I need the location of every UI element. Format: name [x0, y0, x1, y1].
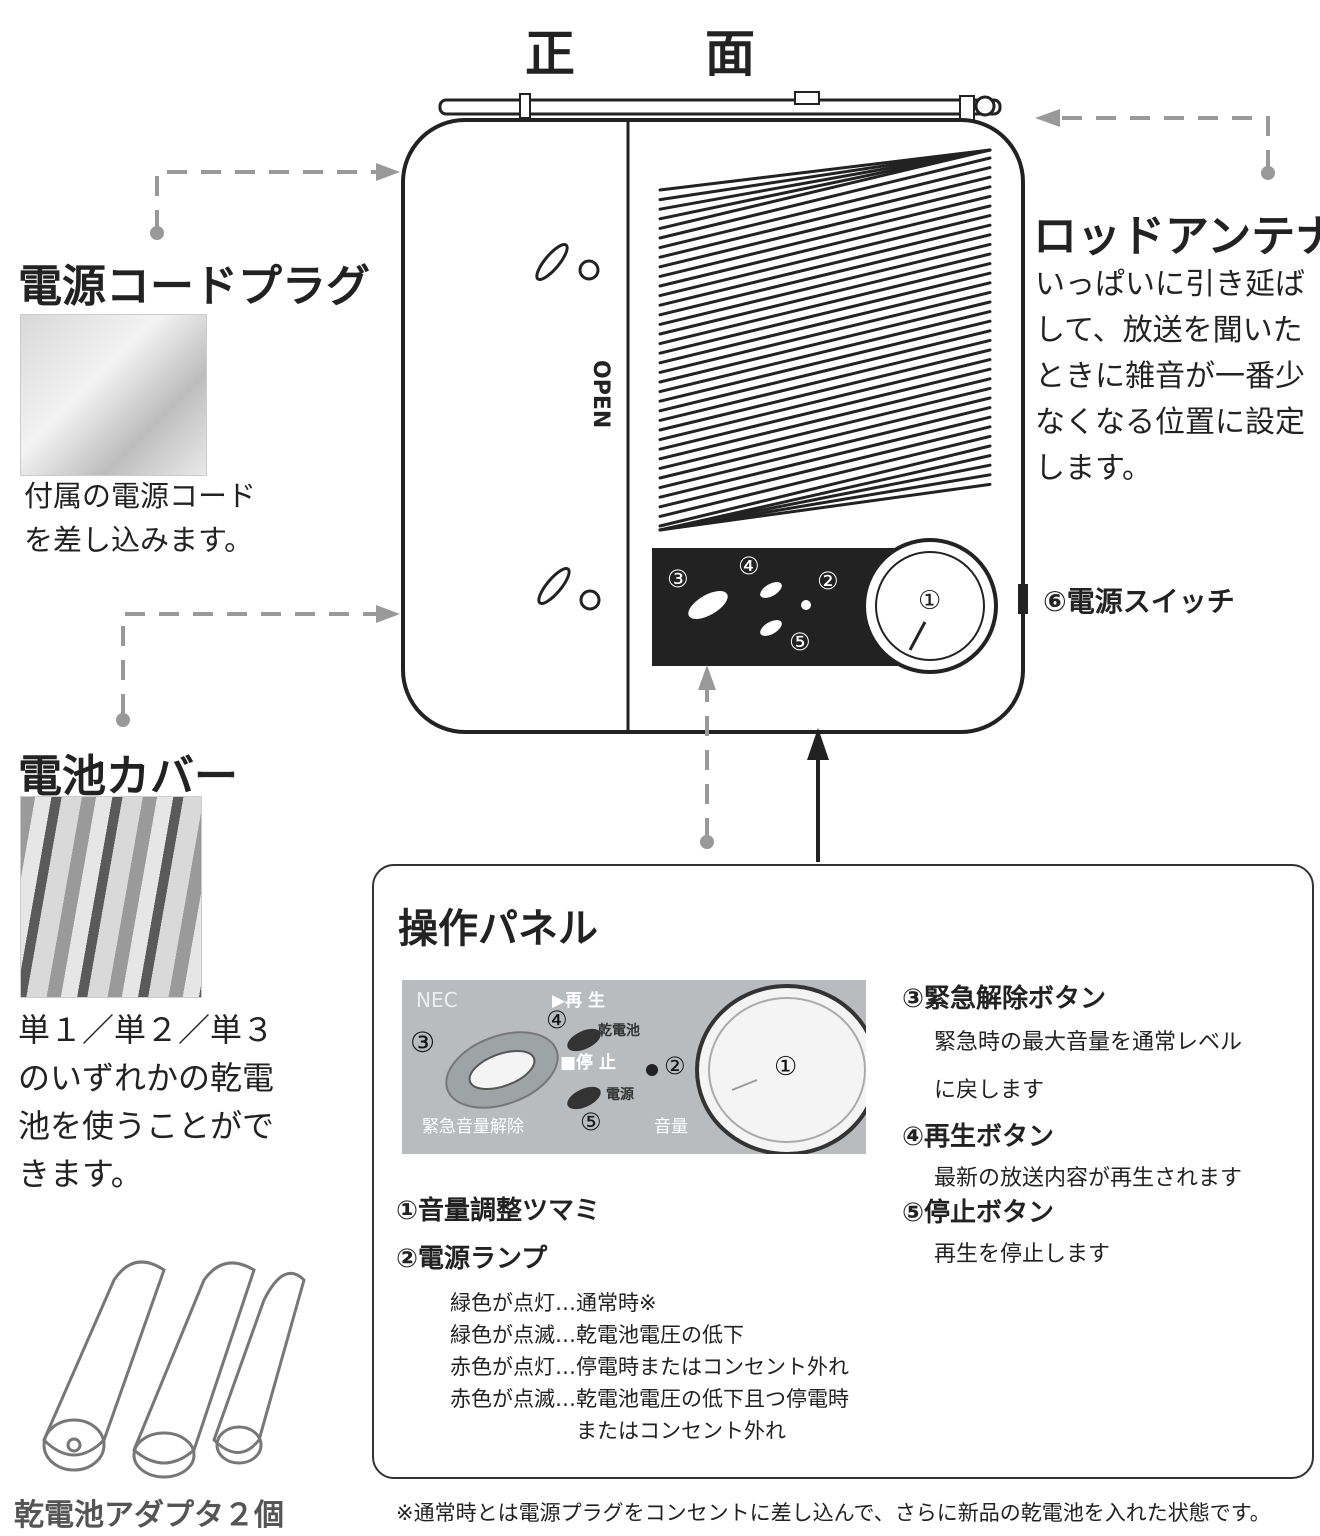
grille-slot: [658, 444, 992, 528]
item-volume-knob: ①音量調整ツマミ: [396, 1196, 601, 1226]
open-label: OPEN: [588, 360, 613, 429]
grille-slot: [658, 329, 992, 413]
panel-play-label: ▶再 生: [552, 991, 605, 1011]
grille-slot: [658, 148, 992, 192]
item-emergency-desc-2: に戻します: [934, 1078, 1045, 1103]
panel-photo: NEC ▶再 生 乾電池 ■停 止 電源 緊急音量解除 音量 ③ ④ ② ⑤ ①: [402, 980, 866, 1154]
battery-adapter-drawing: [42, 1260, 306, 1479]
grille-slot: [658, 434, 992, 518]
power-plug-photo: [20, 314, 207, 476]
operation-panel-title: 操作パネル: [398, 906, 598, 952]
panel-battery-label: 乾電池: [598, 1023, 640, 1039]
adapter-caption: 乾電池アダプタ２個: [14, 1498, 284, 1533]
device-button-5-number: ⑤: [789, 628, 811, 656]
antenna-rod: [438, 91, 1002, 123]
grille-slot: [658, 194, 992, 278]
lamp-line-1: 緑色が点灯…通常時※: [450, 1291, 657, 1315]
item-play-desc: 最新の放送内容が再生されます: [934, 1166, 1243, 1191]
panel-emergency-label: 緊急音量解除: [422, 1117, 524, 1137]
grille-slot: [658, 386, 992, 470]
device-lamp-2-number: ②: [817, 567, 839, 595]
grille-slot: [658, 290, 992, 374]
grille-slot: [658, 252, 992, 336]
lamp-line-4: 赤色が点滅…乾電池電圧の低下且つ停電時: [450, 1387, 849, 1411]
grille-slot: [658, 473, 992, 532]
panel-num-5: ⑤: [580, 1108, 602, 1136]
grille-slot: [658, 148, 992, 221]
item-power-lamp: ②電源ランプ: [396, 1244, 548, 1274]
panel-num-4: ④: [546, 1006, 568, 1034]
panel-stop-label: ■停 止: [560, 1053, 616, 1073]
item-stop-desc: 再生を停止します: [934, 1242, 1111, 1267]
grille-slot: [658, 300, 992, 384]
grille-slot: [658, 348, 992, 432]
battery-cover-heading: 電池カバー: [18, 751, 238, 802]
grille-slot: [658, 319, 992, 403]
item-play-button: ④再生ボタン: [902, 1122, 1055, 1152]
grille-slot: [658, 148, 992, 202]
grille-slot: [658, 415, 992, 499]
operation-panel-box: [372, 864, 1314, 1479]
grille-slot: [658, 148, 992, 230]
grille-slot: [658, 310, 992, 394]
grille-slot: [658, 262, 992, 346]
battery-cover-photo: [20, 796, 202, 998]
grille-slot: [658, 223, 992, 307]
power-plug-desc: 付属の電源コード を差し込みます。: [24, 479, 257, 557]
power-plug-heading: 電源コードプラグ: [18, 261, 370, 312]
panel-num-1: ①: [774, 1052, 798, 1082]
grille-slot: [658, 242, 992, 326]
grille-slot: [658, 185, 992, 269]
lamp-line-5: またはコンセント外れ: [450, 1419, 786, 1443]
page-title: 正 面: [525, 25, 795, 83]
grille-slot: [658, 463, 992, 532]
grille-slot: [658, 482, 992, 532]
panel-volume-label: 音量: [654, 1117, 688, 1137]
grille-slot: [658, 271, 992, 355]
power-switch-label: ⑥電源スイッチ: [1043, 585, 1235, 618]
grille-slot: [658, 214, 992, 298]
grille-slot: [658, 233, 992, 317]
device-button-3-number: ③: [667, 565, 689, 593]
grille-slot: [658, 175, 992, 259]
grille-slot: [658, 406, 992, 490]
panel-num-3: ③: [410, 1026, 436, 1059]
device-knob-number: ①: [918, 586, 942, 616]
grille-slot: [658, 396, 992, 480]
speaker-grille: [658, 148, 992, 532]
panel-num-2: ②: [664, 1052, 686, 1080]
panel-power-label: 電源: [606, 1087, 634, 1103]
lamp-line-2: 緑色が点滅…乾電池電圧の低下: [450, 1323, 744, 1347]
grille-slot: [658, 338, 992, 422]
device-illustration: [116, 91, 1275, 862]
grille-slot: [658, 156, 992, 240]
panel-brand-label: NEC: [416, 988, 458, 1012]
antenna-desc: いっぱいに引き延ば して、放送を聞いた ときに雑音が一番少 なくなる位置に設定 …: [1035, 267, 1305, 486]
footnote: ※通常時とは電源プラグをコンセントに差し込んで、さらに新品の乾電池を入れた状態で…: [396, 1501, 1271, 1525]
item-emergency-button: ③緊急解除ボタン: [902, 984, 1107, 1014]
grille-slot: [658, 166, 992, 250]
grille-slot: [658, 148, 992, 211]
grille-slot: [658, 377, 992, 461]
lamp-line-3: 赤色が点灯…停電時またはコンセント外れ: [450, 1355, 849, 1379]
grille-slot: [658, 367, 992, 451]
grille-slot: [658, 454, 992, 532]
grille-slot: [658, 358, 992, 442]
latch-bottom: [537, 567, 601, 611]
antenna-heading: ロッドアンテナ: [1033, 211, 1320, 262]
latch-top: [535, 243, 600, 281]
item-emergency-desc-1: 緊急時の最大音量を通常レベル: [934, 1030, 1243, 1055]
grille-slot: [658, 204, 992, 288]
grille-slot: [658, 281, 992, 365]
grille-slot: [658, 425, 992, 509]
battery-cover-desc: 単１／単２／単３ のいずれかの乾電 池を使うことがで きます。: [18, 1011, 275, 1193]
device-button-4-number: ④: [738, 552, 760, 580]
volume-knob: [862, 538, 998, 674]
item-stop-button: ⑤停止ボタン: [902, 1198, 1055, 1228]
